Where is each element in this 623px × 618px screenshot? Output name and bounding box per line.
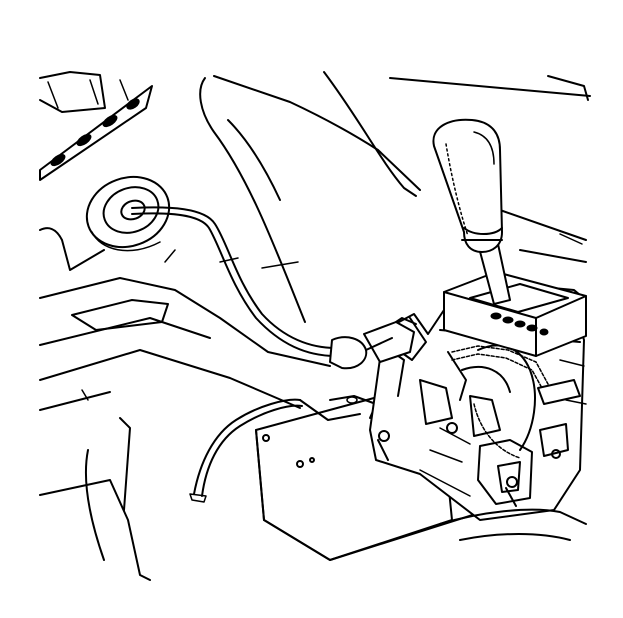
shift-knob [432, 118, 503, 253]
lower-trim [439, 508, 587, 541]
perforated-trim-strip [39, 79, 153, 181]
dash-panel-corner [39, 71, 106, 113]
cable-bracket [363, 317, 417, 363]
floor-carpet [39, 227, 331, 581]
cable-grommet [85, 175, 171, 252]
wire-harness [189, 398, 303, 503]
detent-spring [451, 345, 549, 459]
console-trim-panel [199, 71, 591, 323]
